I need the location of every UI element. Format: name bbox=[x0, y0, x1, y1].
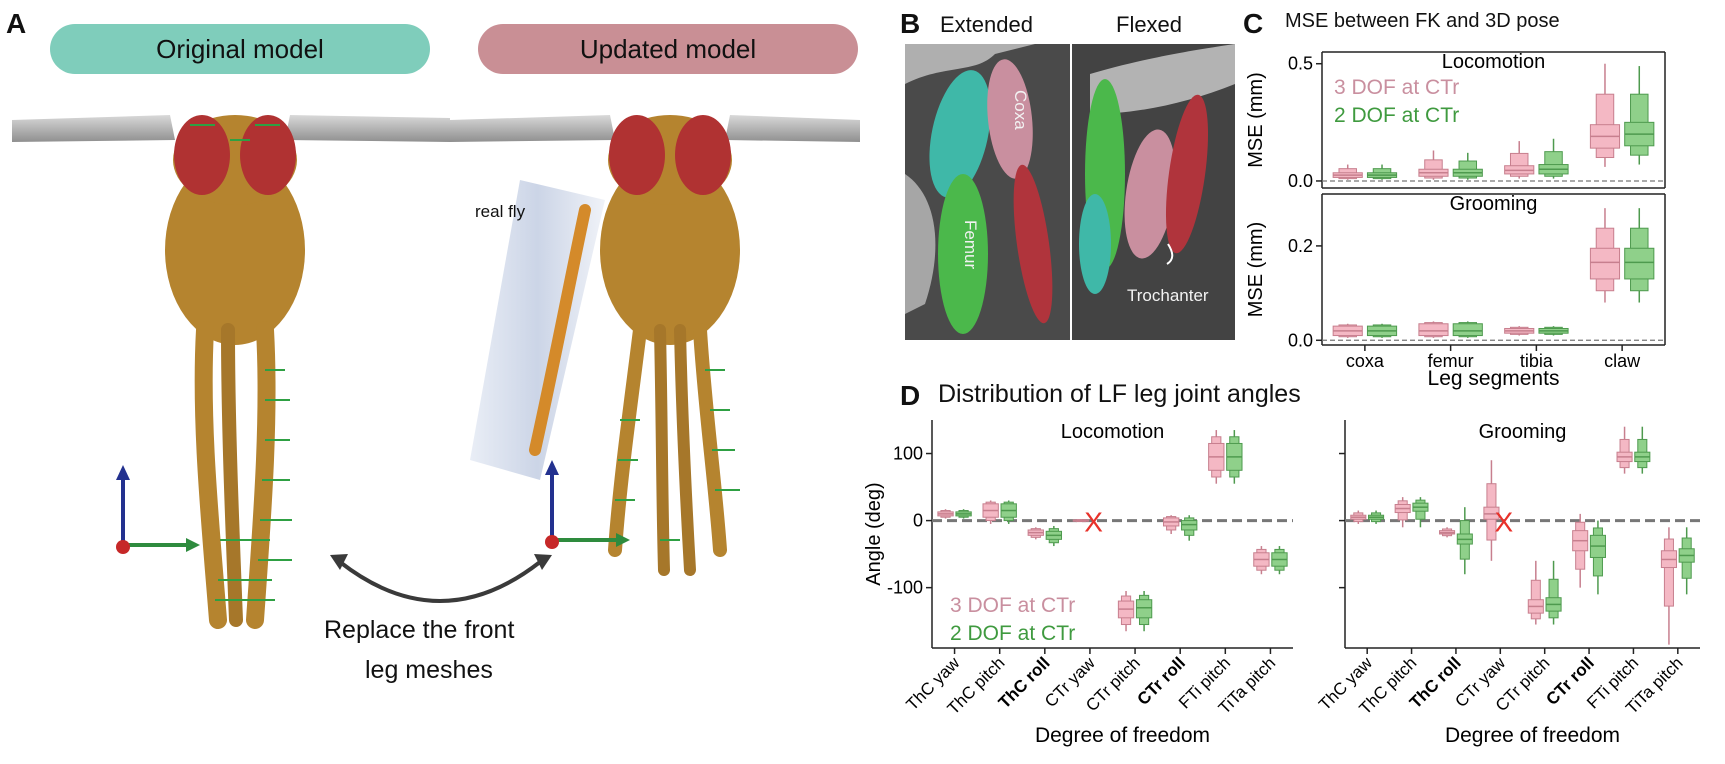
joint-markers bbox=[190, 124, 292, 601]
left-eye bbox=[174, 115, 230, 195]
axis-triad-right bbox=[545, 460, 630, 549]
updated-hind-leg bbox=[674, 324, 696, 576]
right-wing bbox=[285, 115, 450, 142]
updated-thorax bbox=[600, 155, 740, 345]
angles-grooming-box-outer bbox=[1663, 538, 1674, 607]
angles-grooming-xlabel: Degree of freedom bbox=[1445, 724, 1620, 747]
angles-locomotion-box bbox=[1135, 599, 1153, 619]
mse-locomotion-legend-2dof: 2 DOF at CTr bbox=[1334, 104, 1459, 127]
updated-mid-leg bbox=[654, 324, 670, 576]
mse-grooming-xtick-label: coxa bbox=[1346, 351, 1385, 371]
chart-d-title: Distribution of LF leg joint angles bbox=[938, 380, 1301, 408]
angles-locomotion-legend-3dof: 3 DOF at CTr bbox=[950, 594, 1075, 617]
extended-coxa bbox=[987, 59, 1033, 179]
mse-grooming-box bbox=[1452, 323, 1483, 337]
flexed-label: Flexed bbox=[1116, 12, 1183, 37]
updated-right-wing bbox=[725, 115, 860, 142]
real-fly-photo bbox=[470, 180, 605, 480]
angles-locomotion-subtitle: Locomotion bbox=[1061, 421, 1164, 443]
original-model-label: Original model bbox=[156, 33, 324, 64]
mse-locomotion-ylabel: MSE (mm) bbox=[1245, 72, 1267, 168]
angles-locomotion-missing-marker: X bbox=[1084, 507, 1103, 538]
angles-locomotion-ylabel: Angle (deg) bbox=[863, 482, 885, 585]
extended-trochanter bbox=[1013, 164, 1053, 324]
mse-locomotion-subtitle: Locomotion bbox=[1442, 51, 1545, 73]
angles-grooming-subtitle: Grooming bbox=[1479, 421, 1567, 443]
updated-right-eye bbox=[675, 115, 731, 195]
flexed-trochanter bbox=[1165, 94, 1209, 254]
leg-mesh-illustration bbox=[905, 44, 1235, 340]
angles-locomotion-legend-2dof: 2 DOF at CTr bbox=[950, 622, 1075, 645]
updated-left-eye bbox=[609, 115, 665, 195]
mid-leg bbox=[221, 323, 243, 627]
updated-model-pill: Updated model bbox=[478, 24, 858, 74]
panel-letter-d: D bbox=[900, 380, 921, 411]
original-fly-model bbox=[12, 115, 450, 629]
right-eye bbox=[240, 115, 296, 195]
mse-grooming-subtitle: Grooming bbox=[1450, 193, 1538, 215]
extended-femur bbox=[938, 174, 988, 334]
extended-label: Extended bbox=[940, 12, 1033, 37]
mse-grooming-ylabel: MSE (mm) bbox=[1245, 222, 1267, 318]
replace-caption-line2: leg meshes bbox=[365, 656, 493, 684]
fly-models-illustration bbox=[12, 115, 860, 629]
updated-joint-markers bbox=[615, 369, 740, 541]
real-fly-label: real fly bbox=[475, 202, 526, 221]
panel-letter-b: B bbox=[900, 8, 921, 39]
updated-left-wing bbox=[450, 115, 615, 142]
mse-locomotion-ytick-label: 0.0 bbox=[1288, 171, 1313, 191]
panel-letter-a: A bbox=[6, 8, 27, 39]
mse-grooming-xtick-label: claw bbox=[1604, 351, 1641, 371]
updated-left-front-leg bbox=[608, 323, 647, 557]
left-front-leg bbox=[194, 321, 227, 629]
mse-grooming-xtick-label: femur bbox=[1428, 351, 1474, 371]
right-front-leg bbox=[246, 321, 276, 629]
left-wing bbox=[12, 115, 175, 142]
mse-locomotion-ytick-label: 0.5 bbox=[1288, 54, 1313, 74]
angles-grooming-missing-marker: X bbox=[1495, 507, 1514, 538]
mse-grooming-box bbox=[1624, 247, 1655, 280]
panel-letter-c: C bbox=[1243, 8, 1264, 39]
mse-grooming-ytick-label: 0.0 bbox=[1288, 330, 1313, 350]
extended-thorax-part bbox=[929, 70, 991, 198]
original-model-pill: Original model bbox=[50, 24, 430, 74]
angles-locomotion-xlabel: Degree of freedom bbox=[1035, 724, 1210, 747]
angles-locomotion-ytick-label: -100 bbox=[887, 578, 923, 598]
trochanter-arrow bbox=[1166, 243, 1174, 265]
mse-grooming-xlabel: Leg segments bbox=[1428, 367, 1560, 390]
mse-grooming-box bbox=[1589, 247, 1621, 280]
mse-grooming-box bbox=[1418, 323, 1449, 337]
replace-arrow bbox=[330, 554, 552, 603]
angles-locomotion-ytick-label: 0 bbox=[913, 511, 923, 531]
mse-grooming-ytick-label: 0.2 bbox=[1288, 236, 1313, 256]
chart-c-title: MSE between FK and 3D pose bbox=[1285, 10, 1560, 32]
thorax bbox=[165, 155, 305, 345]
updated-right-front-leg bbox=[693, 323, 727, 557]
mse-grooming-xtick-label: tibia bbox=[1520, 351, 1554, 371]
updated-model-label: Updated model bbox=[579, 33, 757, 64]
flexed-thorax-part bbox=[1079, 194, 1111, 294]
updated-fly-model bbox=[450, 115, 860, 576]
replace-caption-line1: Replace the front bbox=[324, 616, 515, 644]
trochanter-label: Trochanter bbox=[1127, 286, 1209, 305]
mse-locomotion-legend-3dof: 3 DOF at CTr bbox=[1334, 76, 1459, 99]
flexed-coxa bbox=[1124, 129, 1176, 259]
axis-triad-left bbox=[116, 465, 200, 554]
angles-locomotion-ytick-label: 100 bbox=[893, 444, 923, 464]
